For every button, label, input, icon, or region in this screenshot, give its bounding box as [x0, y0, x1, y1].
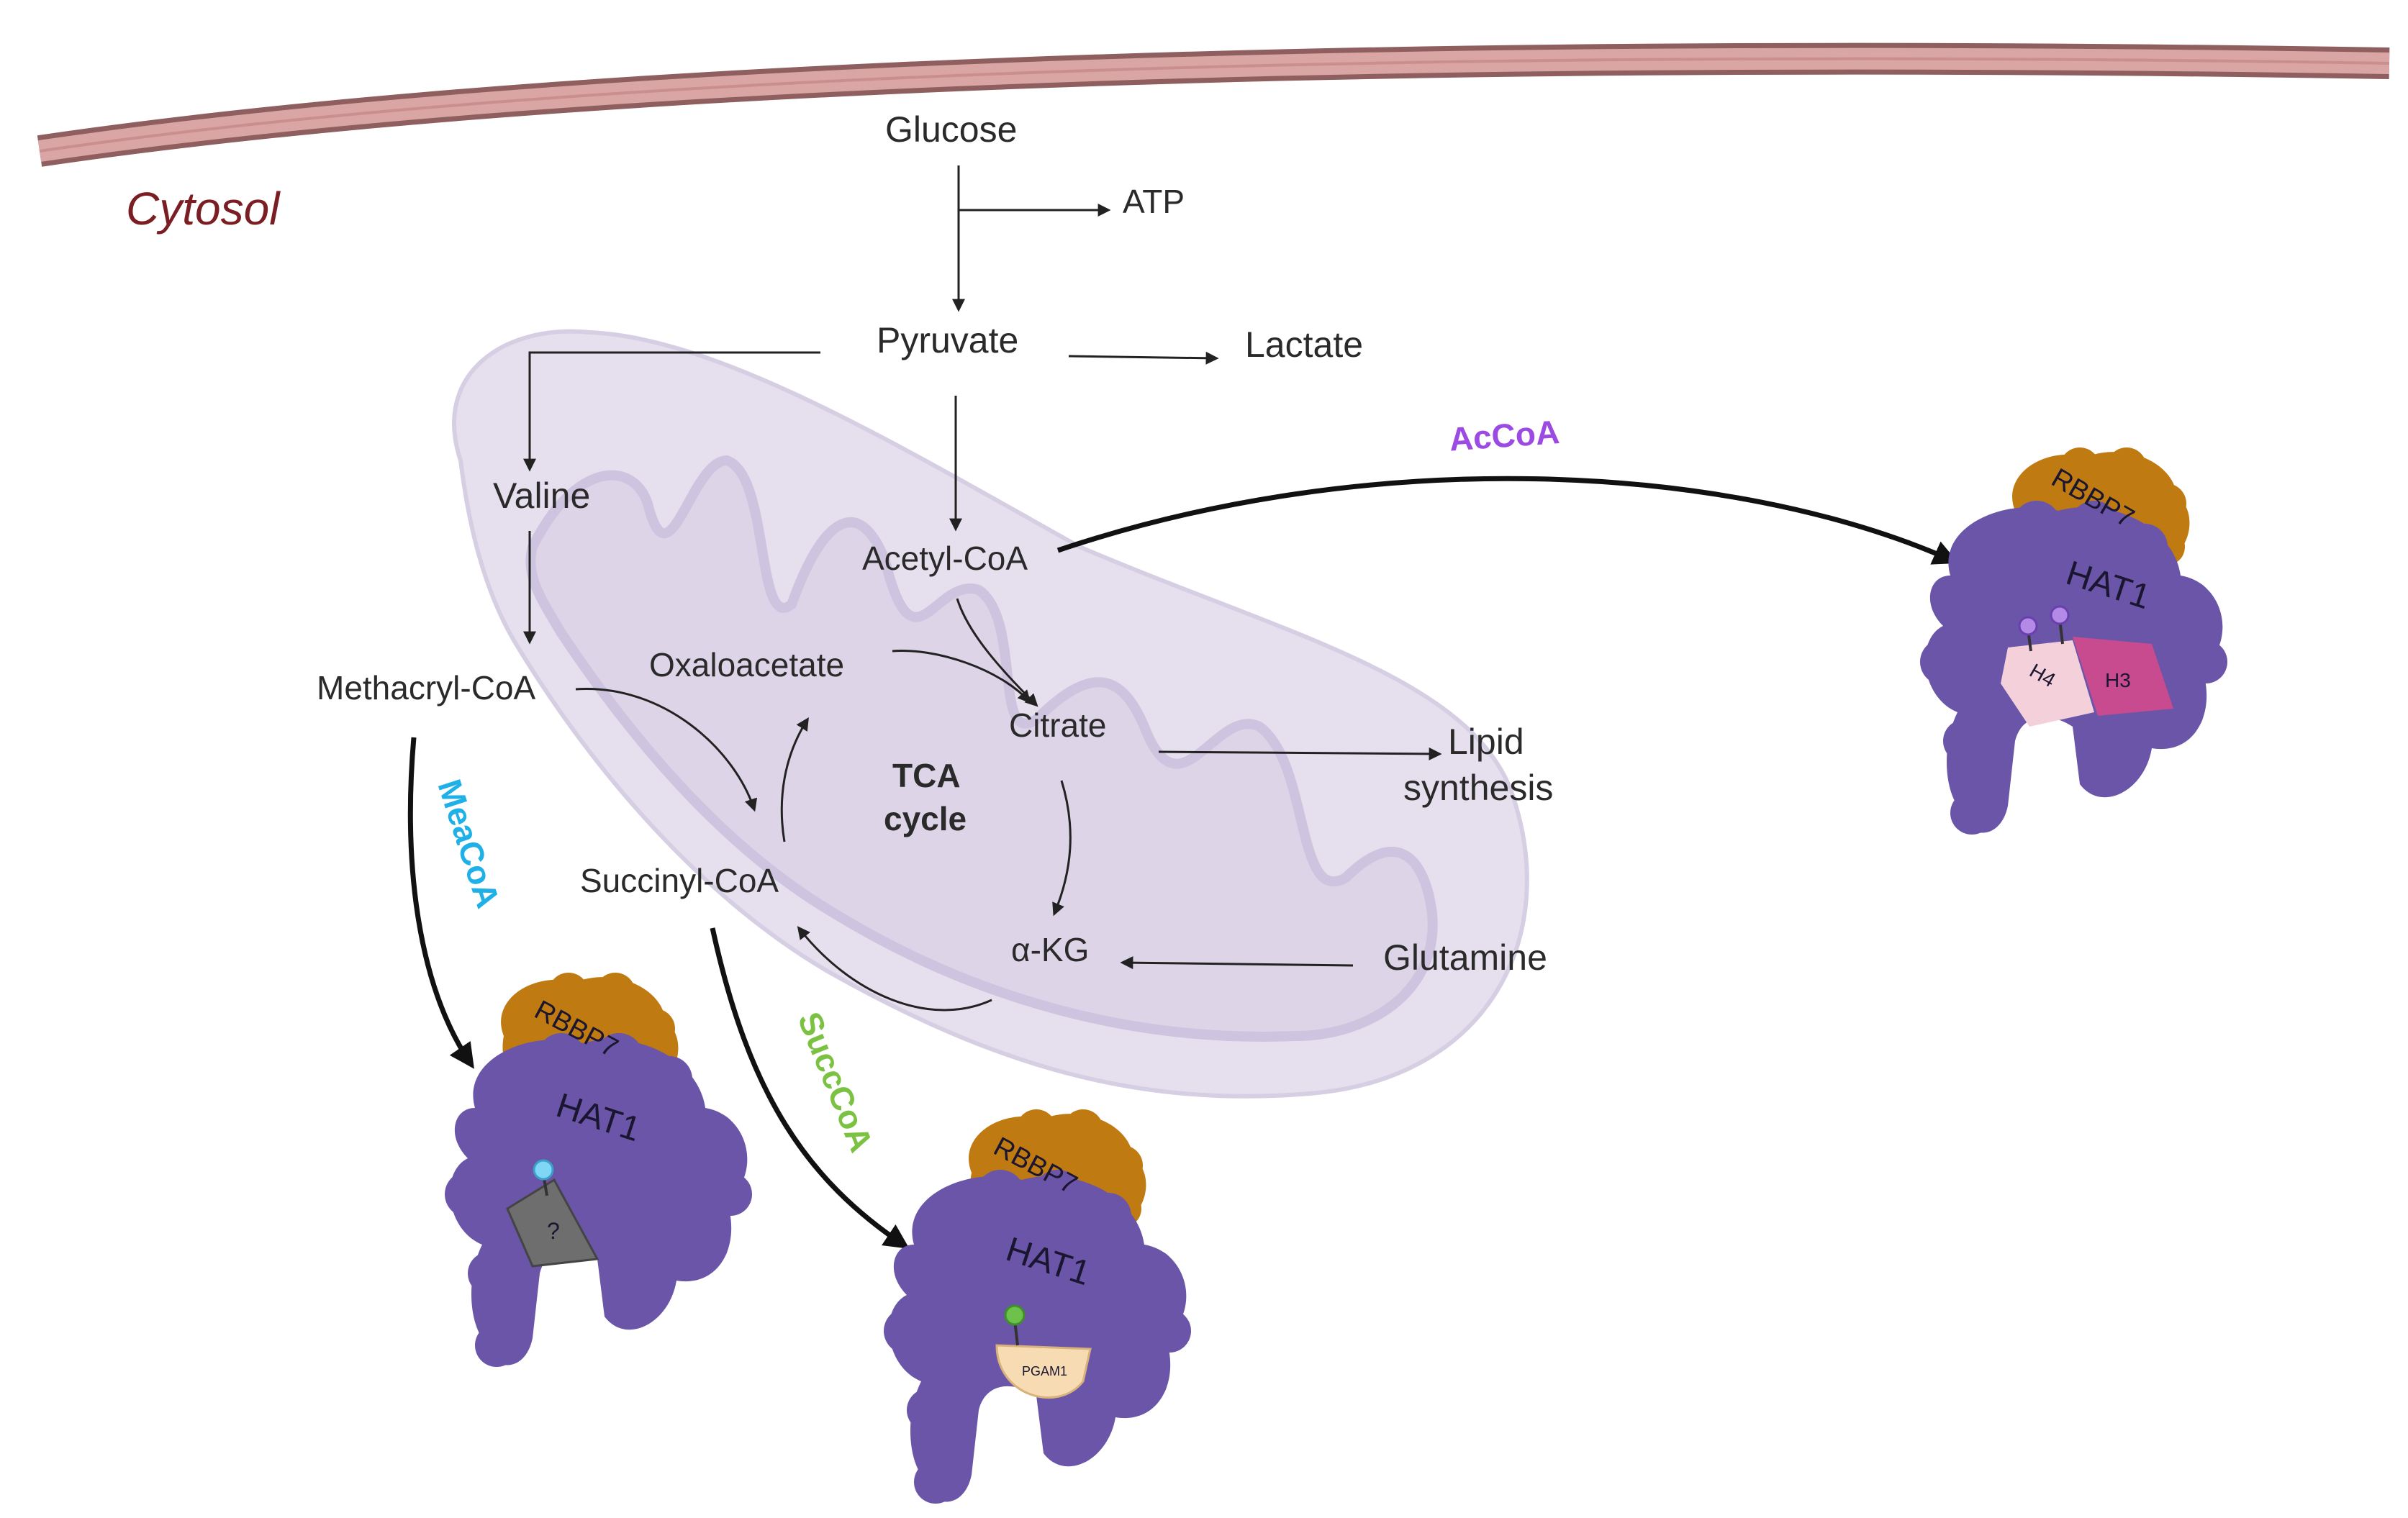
meacoa-label: MeaCoA	[430, 775, 507, 912]
succcoa-arrow	[710, 927, 910, 1249]
h3-histone	[2073, 637, 2173, 716]
tca-cycle-line1: TCA	[892, 757, 961, 794]
accoa-label: AcCoA	[1448, 413, 1561, 458]
atp-label: ATP	[1123, 183, 1185, 220]
lactate-label: Lactate	[1245, 324, 1363, 365]
glucose-label: Glucose	[885, 109, 1017, 150]
accoa-arrow	[1056, 476, 1959, 565]
hat1-protein	[445, 1033, 752, 1367]
h4-histone	[2001, 640, 2094, 727]
valine-label: Valine	[493, 476, 590, 516]
hat1-complex-pgam1: RBBP7 HAT1 PGAM1	[884, 1109, 1191, 1504]
pgam1-substrate	[995, 1344, 1092, 1399]
h3-label: H3	[2105, 669, 2131, 691]
acetyl-coa-label: Acetyl-CoA	[862, 540, 1028, 577]
meacoa-arrow	[407, 737, 474, 1069]
hat1-protein	[884, 1170, 1191, 1504]
pathway-arrows	[523, 165, 1442, 1012]
methacryl-mark	[533, 1159, 554, 1181]
pyruvate-label: Pyruvate	[877, 320, 1018, 360]
methacryl-coa-label: Methacryl-CoA	[317, 669, 536, 706]
acetyl-mark	[2018, 616, 2038, 636]
succinyl-coa-label: Succinyl-CoA	[580, 862, 779, 899]
lipid-synthesis-line2: synthesis	[1403, 768, 1553, 808]
hat1-complex-unknown: RBBP7 HAT1 ?	[445, 973, 752, 1367]
unknown-substrate-label: ?	[547, 1218, 560, 1244]
unknown-substrate	[506, 1178, 599, 1268]
hat1-complex-histone: RBBP7 HAT1 H4 H3	[1920, 447, 2227, 835]
succcoa-label: SuccCoA	[791, 1006, 881, 1157]
acetyl-mark-2	[2050, 605, 2070, 625]
alpha-kg-label: α-KG	[1011, 931, 1089, 968]
lipid-synthesis-line1: Lipid	[1448, 722, 1524, 762]
oxaloacetate-label: Oxaloacetate	[649, 646, 844, 683]
glutamine-label: Glutamine	[1383, 937, 1547, 978]
succinyl-mark	[1004, 1304, 1026, 1326]
cytosol-label: Cytosol	[126, 183, 281, 235]
tca-cycle-line2: cycle	[884, 800, 967, 837]
citrate-label: Citrate	[1009, 706, 1106, 744]
pgam1-label: PGAM1	[1022, 1364, 1067, 1378]
mitochondrion	[452, 329, 1529, 1099]
